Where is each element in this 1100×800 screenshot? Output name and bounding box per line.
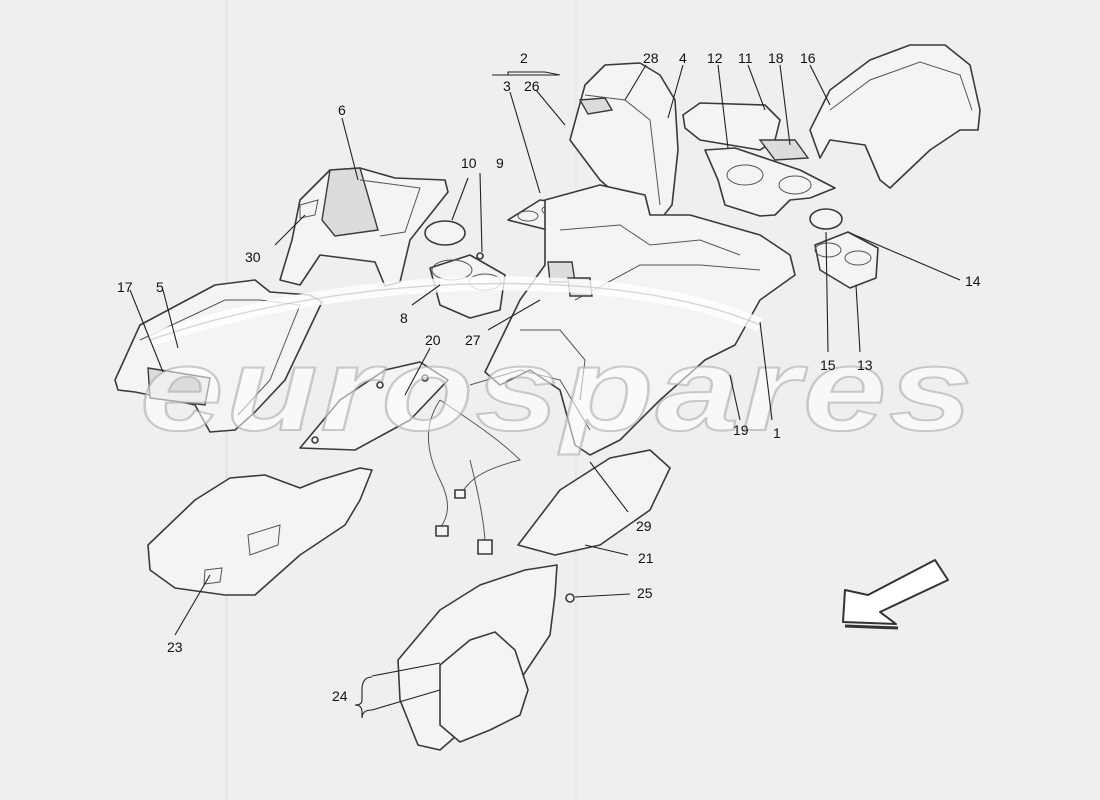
callout-5: 5	[156, 279, 164, 295]
callout-25: 25	[637, 585, 653, 601]
part-rear-cover	[809, 44, 981, 189]
svg-text:eurospares: eurospares	[140, 324, 975, 456]
callout-6: 6	[338, 102, 346, 118]
callout-2: 2	[520, 50, 528, 66]
callout-3: 3	[503, 78, 511, 94]
callout-13: 13	[857, 357, 873, 373]
callout-15: 15	[820, 357, 836, 373]
part-gear-shift-surround	[279, 167, 449, 287]
callout-9: 9	[496, 155, 504, 171]
direction-arrow-icon	[842, 559, 949, 630]
part-grommet	[565, 593, 575, 603]
callout-21: 21	[638, 550, 654, 566]
callout-19: 19	[733, 422, 749, 438]
callout-27: 27	[465, 332, 481, 348]
callout-26: 26	[524, 78, 540, 94]
callout-14: 14	[965, 273, 981, 289]
part-bezel-frame	[114, 279, 323, 433]
callout-12: 12	[707, 50, 723, 66]
callout-23: 23	[167, 639, 183, 655]
callout-17: 17	[117, 279, 133, 295]
callout-28: 28	[643, 50, 659, 66]
part-cup-holder-front	[424, 220, 506, 319]
callout-29: 29	[636, 518, 652, 534]
callout-30: 30	[245, 249, 261, 265]
part-wiring-harness	[427, 399, 521, 555]
part-lower-panel	[517, 449, 671, 556]
part-cup-holder-rear	[809, 208, 879, 289]
callout-18: 18	[768, 50, 784, 66]
callout-24: 24	[332, 688, 348, 704]
watermark-logo: eurospares	[139, 276, 975, 457]
callout-labels: 1 2 3 4 5 6 8 9 10 11 12 13 14 15 16 17 …	[117, 50, 981, 704]
leader-lines	[129, 64, 961, 719]
part-insulation-left	[147, 467, 373, 596]
part-insulation-pieces	[397, 564, 575, 751]
callout-10: 10	[461, 155, 477, 171]
part-armrest-lid	[682, 102, 810, 161]
callout-1: 1	[773, 425, 781, 441]
callout-20: 20	[425, 332, 441, 348]
callout-4: 4	[679, 50, 687, 66]
part-storage-tray	[704, 147, 836, 217]
callout-16: 16	[800, 50, 816, 66]
callout-11: 11	[738, 50, 753, 66]
callout-8: 8	[400, 310, 408, 326]
